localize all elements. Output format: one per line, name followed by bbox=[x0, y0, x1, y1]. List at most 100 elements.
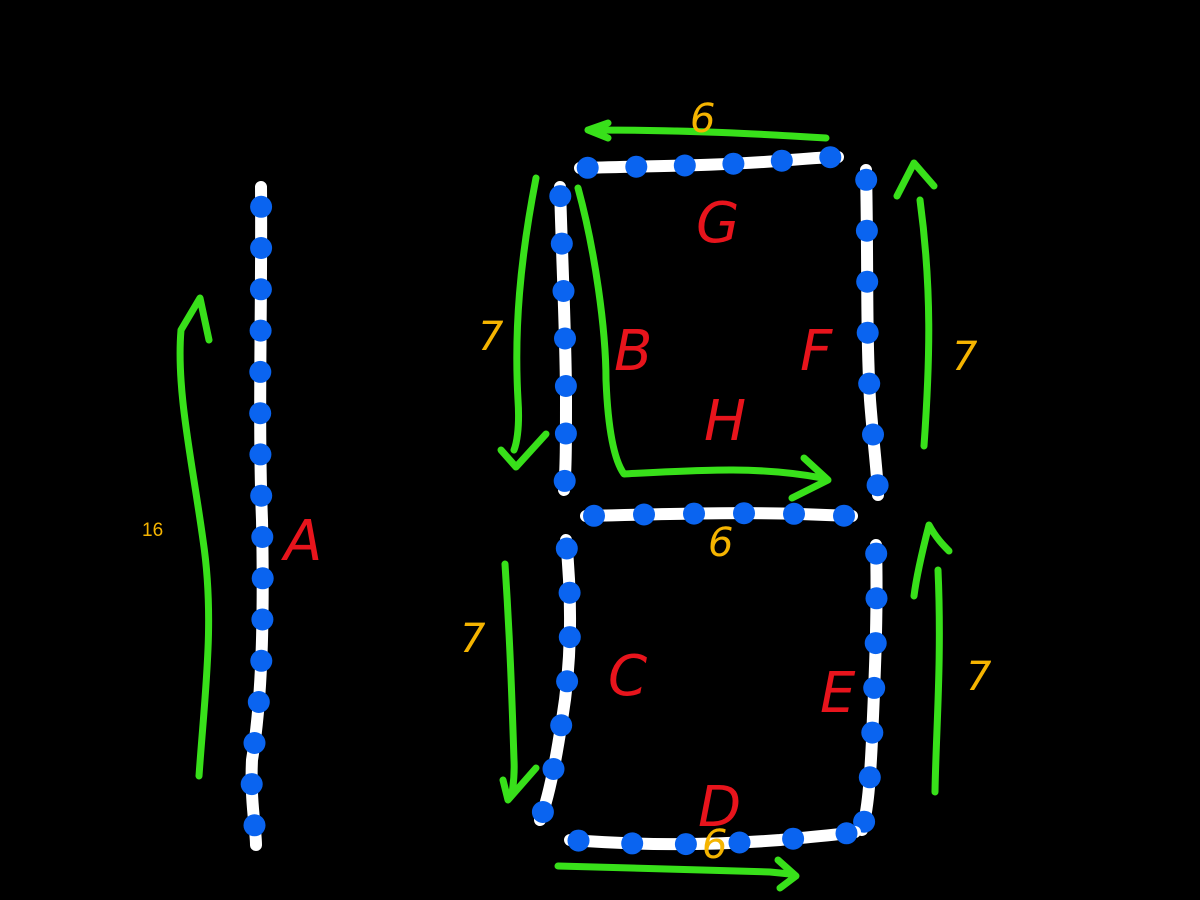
segment-b-arrow bbox=[497, 174, 550, 471]
segment-f-led bbox=[866, 474, 889, 497]
segment-b-leds bbox=[549, 185, 577, 492]
segment-e-label: E bbox=[820, 661, 856, 726]
segment-g-strip bbox=[574, 151, 844, 174]
segment-g-led bbox=[819, 146, 842, 169]
segment-b-label: B bbox=[614, 319, 652, 384]
segment-h-led bbox=[783, 502, 805, 525]
segment-c-led bbox=[542, 758, 565, 780]
segment-f-led bbox=[856, 321, 879, 344]
segment-f-led bbox=[855, 219, 878, 242]
segment-g-arrow bbox=[584, 119, 830, 142]
segment-h-leds bbox=[583, 502, 855, 527]
segment-g-led bbox=[625, 155, 648, 178]
segment-g-led bbox=[722, 152, 745, 175]
segment-b-led bbox=[554, 327, 576, 350]
segment-d-led bbox=[835, 822, 858, 845]
segment-b-led bbox=[550, 232, 573, 255]
segment-g bbox=[574, 119, 844, 179]
segment-g-count: 6 bbox=[690, 96, 715, 142]
segment-c-led bbox=[558, 581, 581, 604]
segment-f-arrow bbox=[893, 159, 938, 450]
segment-f-led bbox=[862, 423, 884, 446]
segment-a-count: 16 bbox=[142, 520, 163, 541]
segment-a-led bbox=[249, 278, 272, 301]
segment-c-led bbox=[558, 626, 581, 649]
segment-f-label: F bbox=[800, 319, 833, 384]
segment-e-led bbox=[864, 632, 887, 655]
segment-f-led bbox=[858, 372, 881, 395]
segment-f-leds bbox=[855, 168, 889, 497]
segment-c-led bbox=[556, 670, 579, 693]
segment-d-leds bbox=[567, 822, 858, 856]
segment-h-label: H bbox=[704, 389, 746, 454]
segment-h-led bbox=[583, 504, 605, 527]
segment-g-label: G bbox=[696, 191, 739, 256]
segment-a bbox=[176, 181, 274, 851]
segment-c-led bbox=[531, 801, 554, 823]
segment-a-leds bbox=[240, 195, 274, 837]
segment-e-arrow-tail bbox=[931, 566, 943, 796]
segment-e-led bbox=[865, 587, 888, 610]
segment-c-label: C bbox=[608, 644, 647, 709]
segment-a-led bbox=[250, 649, 273, 672]
segment-c-count: 7 bbox=[460, 616, 486, 662]
segment-a-arrow bbox=[176, 294, 213, 780]
segment-d bbox=[554, 822, 861, 892]
segment-a-led bbox=[250, 195, 273, 218]
segment-h-strip bbox=[580, 507, 858, 522]
segment-g-leds bbox=[576, 146, 842, 179]
segment-e-led bbox=[861, 721, 884, 744]
segment-g-led bbox=[673, 154, 696, 177]
segment-f-led bbox=[856, 270, 879, 293]
segment-f bbox=[855, 159, 938, 501]
segment-a-led bbox=[249, 360, 272, 383]
segment-a-led bbox=[249, 443, 272, 466]
segment-a-led bbox=[243, 814, 266, 837]
segment-c-led bbox=[555, 537, 578, 560]
segment-a-led bbox=[251, 608, 274, 631]
segment-g-led bbox=[770, 149, 793, 172]
segment-a-led bbox=[250, 237, 273, 259]
segment-a-led bbox=[243, 732, 266, 754]
segment-a-led bbox=[249, 402, 272, 425]
segment-b-count: 7 bbox=[478, 314, 504, 360]
segment-a-led bbox=[240, 773, 263, 796]
segment-h-arrow bbox=[574, 184, 832, 502]
segment-b-led bbox=[554, 375, 577, 397]
segment-b bbox=[497, 174, 577, 496]
segment-a-led bbox=[251, 526, 274, 548]
segment-d-label: D bbox=[698, 775, 741, 840]
segment-g-led bbox=[576, 156, 599, 179]
segment-h bbox=[574, 184, 858, 527]
segment-c bbox=[499, 534, 581, 826]
segment-h-led bbox=[633, 503, 655, 526]
segment-h-count: 6 bbox=[708, 520, 733, 566]
segment-a-led bbox=[249, 319, 272, 342]
segment-d-led bbox=[782, 827, 805, 850]
segment-a-led bbox=[250, 484, 273, 507]
segment-b-led bbox=[552, 280, 575, 302]
segment-d-count: 6 bbox=[702, 822, 727, 868]
segment-h-led bbox=[733, 502, 755, 525]
segment-f-count: 7 bbox=[952, 334, 978, 380]
segment-c-arrow bbox=[499, 560, 540, 804]
segment-e-led bbox=[863, 676, 886, 699]
segment-e-led bbox=[865, 542, 888, 565]
segment-e-arrow bbox=[910, 521, 953, 600]
segment-c-leds bbox=[531, 537, 581, 823]
segment-d-led bbox=[567, 829, 590, 852]
segment-b-led bbox=[554, 422, 577, 445]
segment-h-led bbox=[833, 504, 855, 527]
segment-a-label: A bbox=[281, 509, 322, 574]
segment-d-arrow bbox=[554, 856, 800, 892]
segment-b-led bbox=[553, 469, 576, 492]
segment-h-led bbox=[683, 502, 705, 525]
segment-c-led bbox=[550, 714, 573, 737]
segment-e bbox=[853, 521, 953, 836]
segment-a-led bbox=[247, 691, 270, 713]
segment-b-led bbox=[549, 185, 572, 208]
segment-e-led bbox=[858, 766, 881, 789]
segment-d-led bbox=[674, 833, 697, 856]
